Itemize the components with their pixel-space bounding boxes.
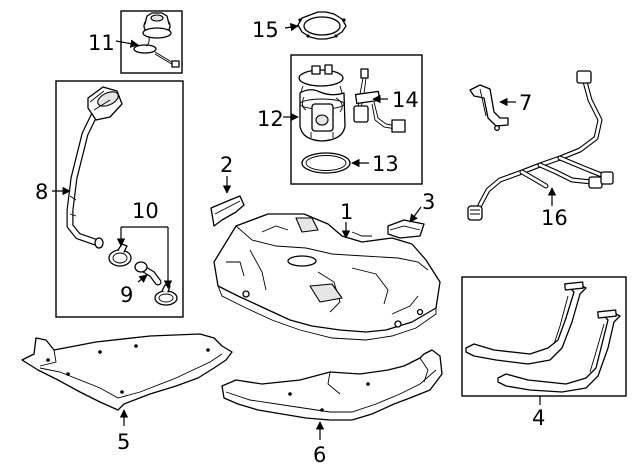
callout-13: 13 <box>372 152 399 176</box>
lock-ring <box>297 11 347 40</box>
tank-straps <box>465 281 621 393</box>
fuel-tank <box>213 213 441 341</box>
callout-8: 8 <box>35 180 48 204</box>
pump-gasket <box>301 152 351 174</box>
frame-filler-pipe <box>55 80 184 318</box>
right-underbody-shield <box>221 349 443 421</box>
callout-11: 11 <box>88 31 115 55</box>
callout-15: 15 <box>252 18 279 42</box>
callout-12: 12 <box>257 107 284 131</box>
callout-6: 6 <box>313 443 326 467</box>
hose-clamp-lower <box>154 284 178 306</box>
wiring-harness <box>467 70 614 221</box>
callout-16: 16 <box>541 206 568 230</box>
hose-clamp-upper <box>108 243 132 267</box>
callout-9: 9 <box>120 283 133 307</box>
gas-cap <box>133 12 180 68</box>
callout-4: 4 <box>532 406 545 430</box>
callout-14: 14 <box>392 88 419 112</box>
leader-3 <box>409 206 422 223</box>
filler-pipe <box>66 86 123 249</box>
callout-5: 5 <box>117 430 130 454</box>
heat-shield-strap <box>210 195 245 227</box>
callout-1: 1 <box>340 200 353 224</box>
fuel-pump-module <box>298 64 346 142</box>
filler-hose <box>134 261 162 286</box>
tank-shield-pad <box>387 219 425 239</box>
leader-9 <box>137 274 148 283</box>
callout-10: 10 <box>132 199 159 223</box>
callout-3: 3 <box>422 190 435 214</box>
callout-2: 2 <box>220 153 233 177</box>
leader-15 <box>284 22 299 32</box>
frame-tank-straps <box>461 276 627 397</box>
leader-11 <box>115 39 139 48</box>
callout-7: 7 <box>519 91 532 115</box>
left-underbody-shield <box>21 333 233 411</box>
mounting-bracket <box>469 84 509 131</box>
